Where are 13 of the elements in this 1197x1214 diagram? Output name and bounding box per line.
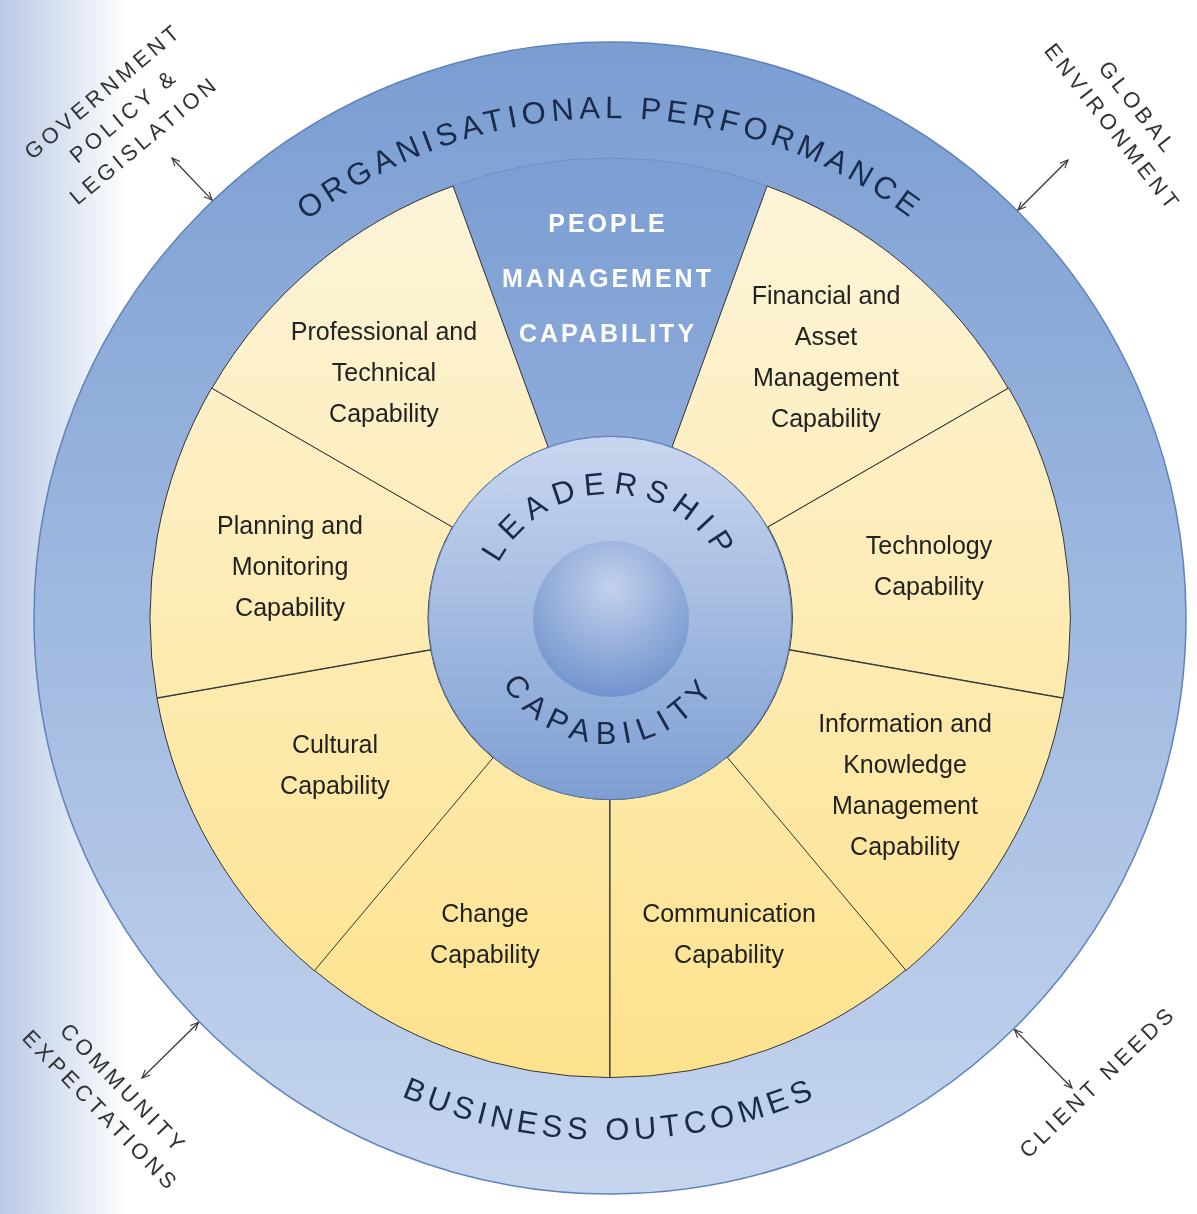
segment-label: Planning and Monitoring Capability xyxy=(216,509,364,623)
segment-label: Professional and Technical Capability xyxy=(289,315,479,429)
capability-segment xyxy=(150,388,453,698)
double-arrow xyxy=(171,157,213,201)
segment-label: Information and Knowledge Management Capability xyxy=(817,708,993,862)
double-arrow xyxy=(1017,159,1069,211)
segment-label: Financial and Asset Management Capability xyxy=(750,280,902,434)
segment-label: Change Capability xyxy=(429,898,541,970)
segment-label: Cultural Capability xyxy=(279,729,391,801)
segment-label: Technology Capability xyxy=(864,530,994,602)
segment-label: Communication Capability xyxy=(641,898,817,970)
double-arrow xyxy=(1013,1028,1073,1089)
double-arrow xyxy=(141,1021,200,1079)
